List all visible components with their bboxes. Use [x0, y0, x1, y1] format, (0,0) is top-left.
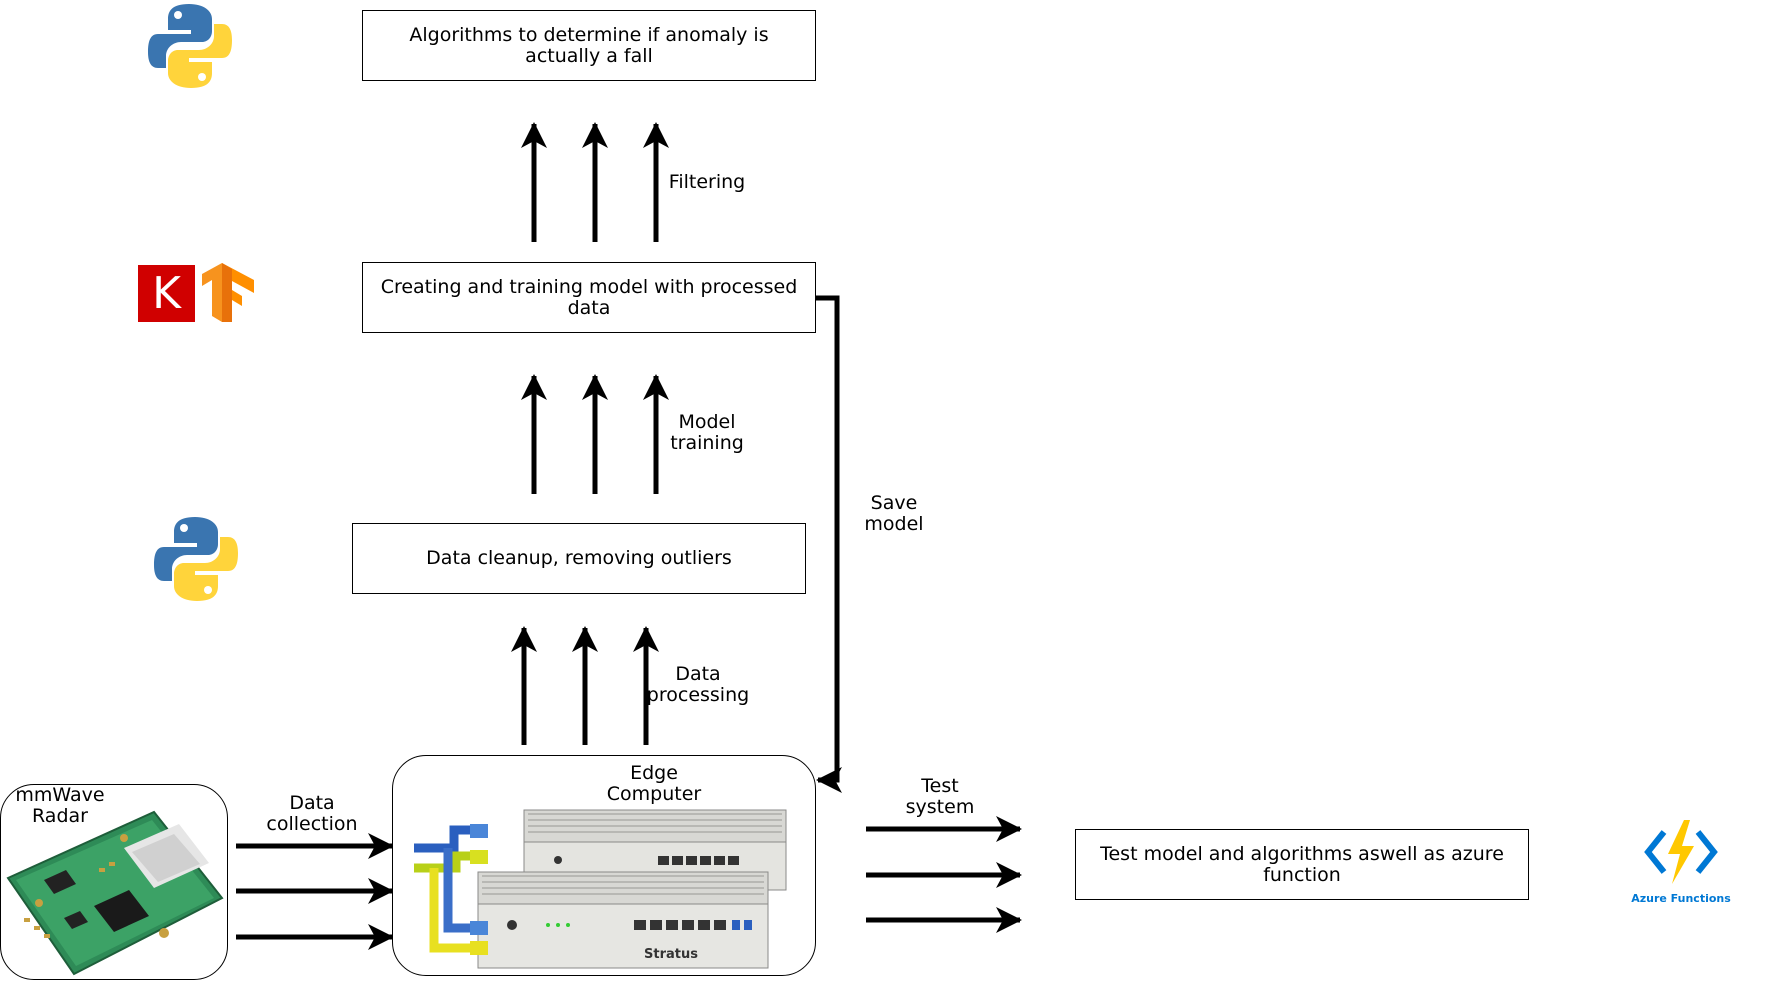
algorithms-box-text: Algorithms to determine if anomaly is ac… [409, 23, 769, 67]
model-training-label: Model training [670, 411, 744, 454]
training-box-text: Creating and training model with process… [380, 275, 798, 319]
algorithms-box: Algorithms to determine if anomaly is ac… [362, 10, 816, 81]
mmwave-radar-label: mmWave Radar [15, 784, 105, 827]
keras-letter: K [152, 268, 181, 319]
data-collection-arrows [236, 833, 394, 950]
filtering-arrows [521, 122, 669, 242]
test-box-text: Test model and algorithms aswell as azur… [1100, 842, 1504, 886]
data-collection-label: Data collection [266, 792, 358, 835]
save-model-connector [816, 295, 842, 793]
azure-functions-text: Azure Functions [1631, 892, 1731, 905]
model-training-arrows [521, 374, 669, 494]
azure-functions-logo-icon [1644, 820, 1718, 884]
test-system-label: Test system [905, 775, 975, 818]
python-logo-icon [154, 517, 238, 601]
test-box: Test model and algorithms aswell as azur… [1075, 829, 1529, 900]
data-processing-label: Data processing [646, 663, 750, 706]
filtering-label: Filtering [668, 171, 746, 193]
azure-functions-logo: Azure Functions [1628, 818, 1734, 905]
edge-computer-label: Edge Computer [606, 762, 702, 805]
save-model-label: Save model [864, 492, 924, 535]
tensorflow-logo-icon [202, 263, 254, 322]
data-processing-arrows [511, 626, 659, 745]
cleanup-box-text: Data cleanup, removing outliers [426, 547, 732, 569]
radar-board-image [6, 810, 224, 976]
stratus-logo-text: Stratus [644, 947, 698, 962]
edge-computer-image: Stratus [414, 809, 787, 969]
keras-logo-icon: K [138, 265, 195, 322]
test-system-arrows [866, 816, 1022, 933]
training-box: Creating and training model with process… [362, 262, 816, 333]
cleanup-box: Data cleanup, removing outliers [352, 523, 806, 594]
python-logo-icon [148, 4, 232, 88]
